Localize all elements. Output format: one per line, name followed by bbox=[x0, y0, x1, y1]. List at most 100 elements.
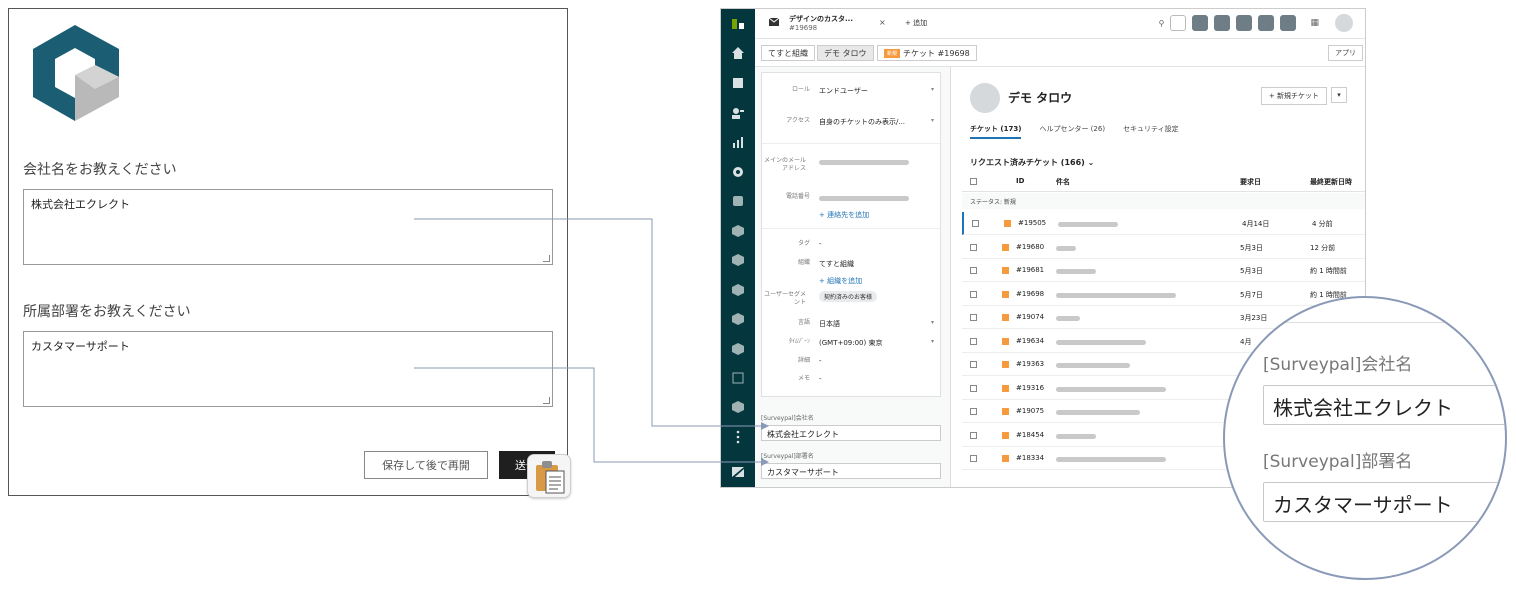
ticket-subject[interactable] bbox=[1056, 409, 1140, 417]
row-checkbox[interactable] bbox=[970, 384, 977, 392]
breadcrumb-user[interactable]: デモ タロウ bbox=[817, 45, 874, 61]
app-icon[interactable] bbox=[731, 312, 745, 326]
select-all-checkbox[interactable] bbox=[970, 178, 977, 185]
ticket-id[interactable]: #18454 bbox=[1016, 430, 1045, 439]
chevron-down-icon[interactable]: ▾ bbox=[1331, 87, 1347, 103]
resize-grip-icon[interactable] bbox=[543, 397, 550, 404]
export-app-icon[interactable] bbox=[1280, 15, 1297, 31]
ticket-subject[interactable] bbox=[1056, 362, 1130, 370]
avatar[interactable] bbox=[1335, 14, 1353, 32]
row-checkbox[interactable] bbox=[970, 361, 977, 368]
row-checkbox[interactable] bbox=[970, 267, 977, 274]
row-checkbox[interactable] bbox=[970, 337, 977, 345]
ticket-id[interactable]: #19681 bbox=[1016, 266, 1045, 274]
add-contact-link[interactable]: + 連絡先を追加 bbox=[819, 211, 870, 219]
column-updated[interactable]: 最終更新日時 bbox=[1310, 178, 1352, 186]
ticket-tab[interactable]: デザインのカスタ... #19698 × bbox=[761, 12, 893, 36]
home-icon[interactable] bbox=[731, 46, 745, 60]
ticket-id[interactable]: #19680 bbox=[1016, 242, 1045, 251]
cloud-app-icon[interactable] bbox=[1214, 15, 1231, 31]
row-checkbox[interactable] bbox=[970, 243, 977, 251]
magnified-company-input: 株式会社エクレクト bbox=[1263, 385, 1505, 425]
ticket-subject[interactable] bbox=[1058, 221, 1118, 229]
ticket-id[interactable]: #19505 bbox=[1018, 219, 1047, 227]
ticket-subject[interactable] bbox=[1056, 268, 1096, 276]
new-ticket-button[interactable]: + 新規チケット bbox=[1260, 87, 1327, 105]
column-id[interactable]: ID bbox=[1016, 177, 1025, 185]
requested-tickets-title[interactable]: リクエスト済みチケット (166) ⌄ bbox=[970, 158, 1095, 167]
app-icon[interactable] bbox=[731, 371, 745, 385]
cloud-app-icon[interactable] bbox=[1236, 15, 1253, 31]
ticket-id[interactable]: #18334 bbox=[1016, 454, 1045, 462]
role-label: ロール bbox=[791, 86, 810, 93]
column-requested[interactable]: 要求日 bbox=[1240, 178, 1261, 186]
table-row[interactable]: #19316 bbox=[962, 377, 1365, 400]
app-icon[interactable] bbox=[731, 253, 745, 267]
ticket-subject[interactable] bbox=[1056, 339, 1146, 347]
more-icon[interactable] bbox=[731, 430, 745, 444]
row-checkbox[interactable] bbox=[970, 314, 977, 321]
ticket-updated: 4 分前 bbox=[1312, 220, 1333, 228]
tab-tickets[interactable]: チケット (173) bbox=[970, 124, 1022, 139]
app-icon[interactable] bbox=[731, 194, 745, 208]
table-row[interactable]: #19075 bbox=[962, 400, 1365, 423]
department-answer-textarea[interactable]: カスタマーサポート bbox=[23, 331, 553, 407]
ticket-id[interactable]: #19363 bbox=[1016, 360, 1045, 368]
add-tab-button[interactable]: + 追加 bbox=[905, 19, 928, 27]
row-checkbox[interactable] bbox=[970, 408, 977, 415]
ticket-id[interactable]: #19634 bbox=[1016, 336, 1045, 345]
row-checkbox[interactable] bbox=[970, 455, 977, 462]
tab-security-settings[interactable]: セキュリティ設定 bbox=[1123, 125, 1179, 133]
app-icon[interactable] bbox=[731, 283, 745, 297]
add-organization-link[interactable]: + 組織を追加 bbox=[819, 277, 863, 285]
resize-grip-icon[interactable] bbox=[543, 255, 550, 262]
ticket-subject[interactable] bbox=[1056, 315, 1080, 323]
row-checkbox[interactable] bbox=[970, 431, 977, 439]
table-row[interactable]: #19363 bbox=[962, 353, 1365, 376]
table-row[interactable]: #18334 bbox=[962, 447, 1365, 470]
breadcrumb-ticket[interactable]: 新規チケット #19698 bbox=[877, 45, 977, 61]
ticket-subject[interactable] bbox=[1056, 386, 1166, 394]
row-checkbox[interactable] bbox=[972, 220, 979, 227]
ticket-id[interactable]: #19075 bbox=[1016, 407, 1045, 415]
ticket-id[interactable]: #19698 bbox=[1016, 289, 1045, 298]
phone-icon[interactable] bbox=[1170, 15, 1187, 31]
breadcrumb-organization[interactable]: てすと組織 bbox=[761, 45, 815, 61]
toolbar-icons: ⚲ ▦ bbox=[1159, 14, 1353, 32]
ticket-id[interactable]: #19316 bbox=[1016, 383, 1045, 392]
app-icon[interactable] bbox=[731, 400, 745, 414]
tab-help-center[interactable]: ヘルプセンター (26) bbox=[1039, 125, 1106, 133]
row-checkbox[interactable] bbox=[970, 290, 977, 298]
customers-icon[interactable] bbox=[731, 106, 745, 120]
column-subject[interactable]: 件名 bbox=[1056, 178, 1070, 186]
app-icon[interactable] bbox=[731, 224, 745, 238]
apps-grid-icon[interactable]: ▦ bbox=[1310, 18, 1319, 28]
gear-icon[interactable] bbox=[731, 165, 745, 179]
surveypal-company-input[interactable]: 株式会社エクレクト bbox=[761, 425, 941, 441]
table-row[interactable]: #18454 bbox=[962, 424, 1365, 447]
company-answer-textarea[interactable]: 株式会社エクレクト bbox=[23, 189, 553, 265]
flow-app-icon[interactable] bbox=[1258, 15, 1275, 31]
mail-icon bbox=[769, 18, 779, 26]
views-icon[interactable] bbox=[731, 76, 745, 90]
settings-app-icon[interactable] bbox=[1192, 15, 1209, 31]
close-icon[interactable]: × bbox=[879, 18, 886, 27]
ticket-subject[interactable] bbox=[1056, 456, 1166, 464]
search-icon[interactable]: ⚲ bbox=[1158, 18, 1165, 28]
apps-button[interactable]: アプリ bbox=[1328, 45, 1363, 61]
ticket-id[interactable]: #19074 bbox=[1016, 313, 1045, 321]
save-and-resume-button[interactable]: 保存して後で再開 bbox=[364, 451, 488, 479]
surveypal-department-input[interactable]: カスタマーサポート bbox=[761, 463, 941, 479]
ticket-subject[interactable] bbox=[1056, 245, 1076, 253]
ticket-subject[interactable] bbox=[1056, 292, 1176, 300]
zendesk-logo-icon[interactable] bbox=[731, 17, 745, 31]
app-icon[interactable] bbox=[731, 342, 745, 356]
reporting-icon[interactable] bbox=[731, 135, 745, 149]
ticket-subject[interactable] bbox=[1056, 433, 1096, 441]
